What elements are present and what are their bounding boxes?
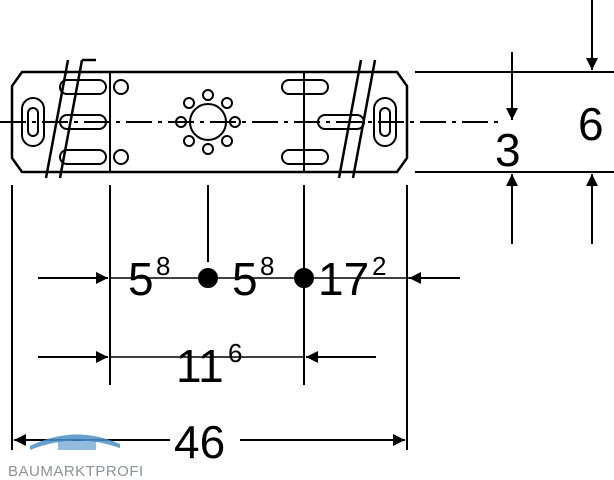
dim-5-8-first: 5 8 (128, 251, 170, 305)
dim-label-sup: 2 (372, 251, 386, 281)
dim-17-2: 17 2 (318, 251, 386, 305)
break-lines (44, 58, 377, 179)
dimension-row-1 (38, 268, 460, 288)
dim-label-base: 5 (128, 253, 154, 305)
dim-6: 6 (578, 98, 604, 150)
dim-label-base: 11 (176, 340, 224, 392)
dim-11-6: 11 6 (176, 338, 242, 392)
dim-5-8-second: 5 8 (232, 251, 274, 305)
watermark-logo: BAUMARKTPROFI (8, 434, 144, 480)
dim-46: 46 (174, 416, 225, 468)
watermark-text: BAUMARKTPROFI (8, 463, 144, 480)
dim-label-sup: 8 (260, 251, 274, 281)
extension-lines (11, 71, 614, 450)
dim-3: 3 (495, 124, 521, 176)
dim-label-sup: 6 (228, 338, 242, 368)
dim-label-base: 5 (232, 253, 258, 305)
dim-label-base: 17 (318, 253, 369, 305)
dim-label-sup: 8 (156, 251, 170, 281)
